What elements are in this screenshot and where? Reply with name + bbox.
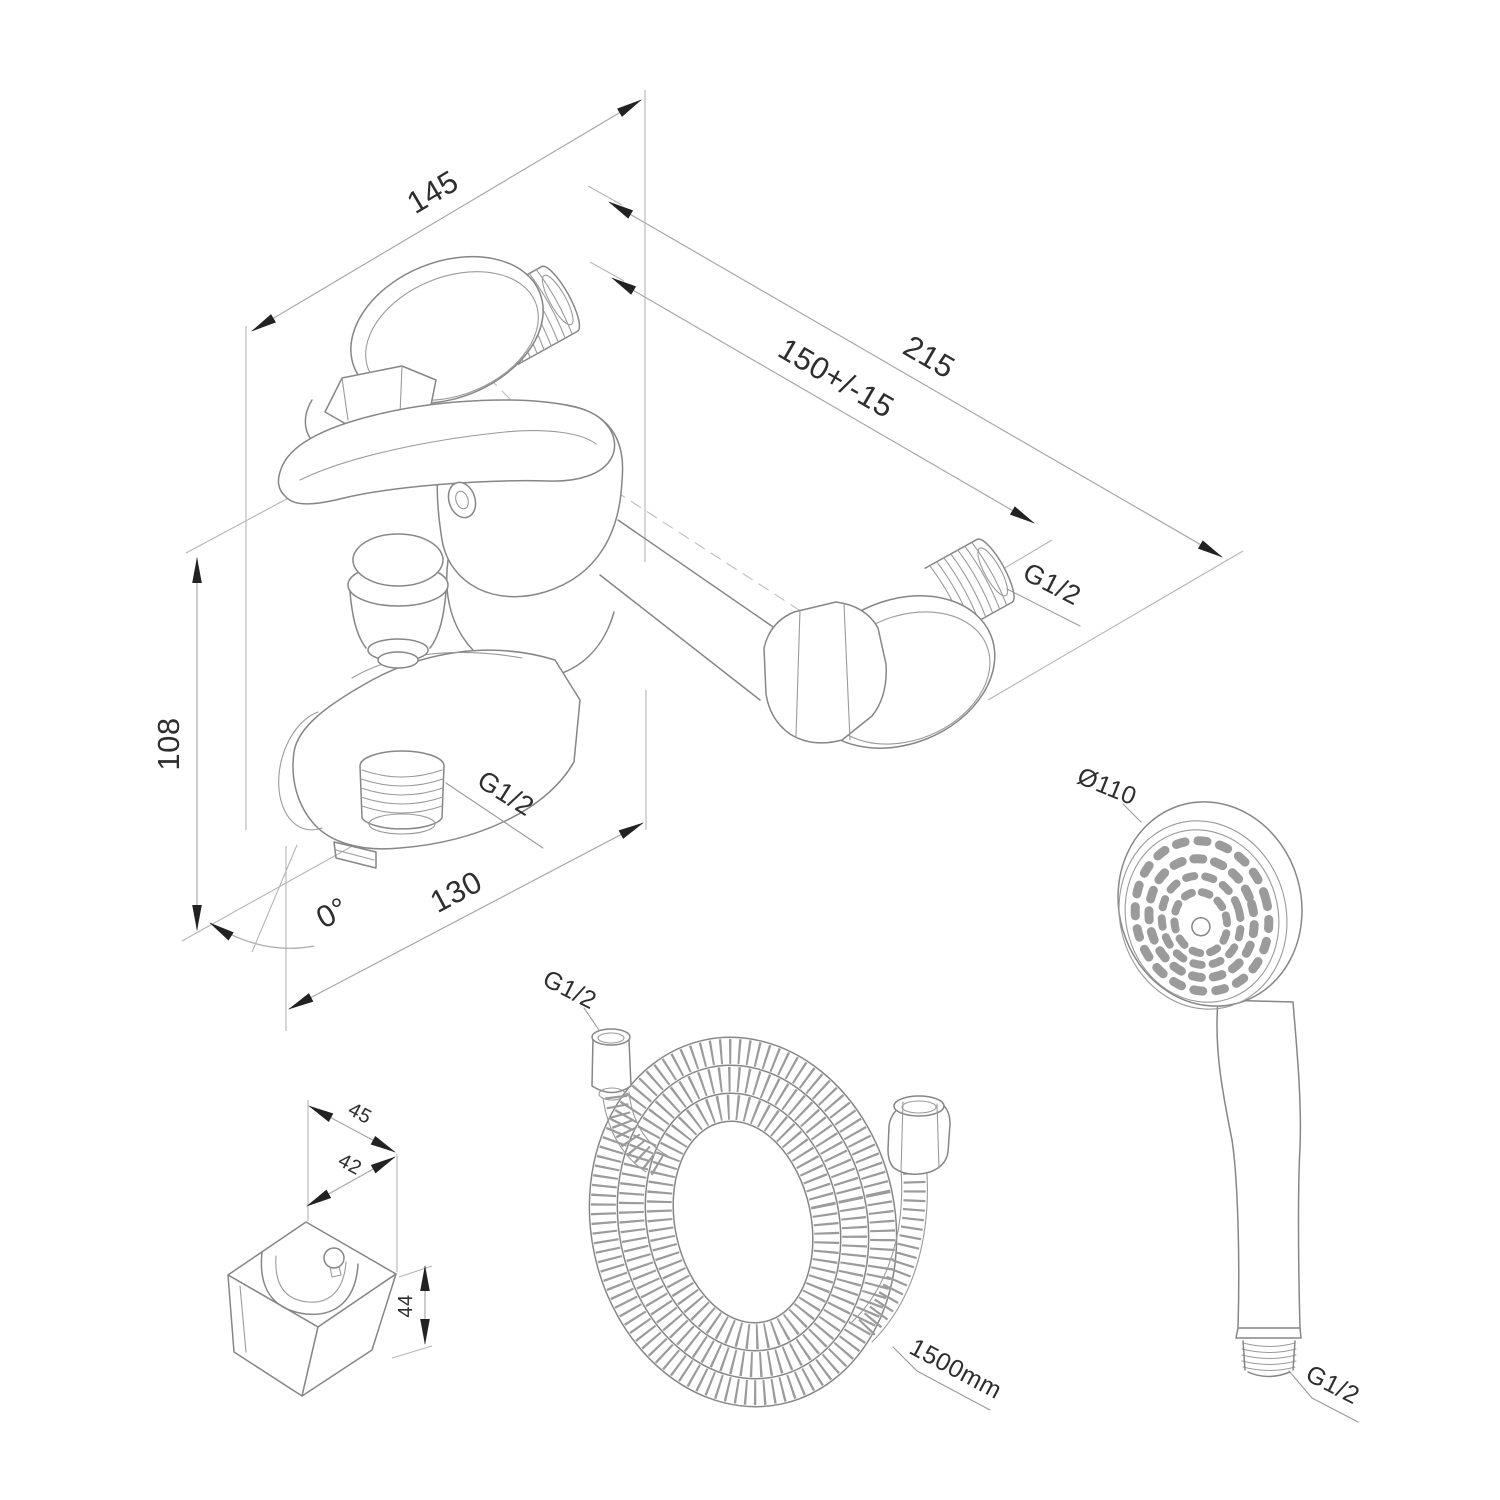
mixer-assembly	[277, 255, 1015, 869]
hose-coil	[588, 1036, 898, 1408]
label-dim-145: 145	[401, 163, 465, 220]
label-thread-inlet: G1/2	[1018, 557, 1086, 611]
shower-head-rim	[1117, 801, 1303, 1007]
hose-outlet	[359, 750, 445, 835]
leader-diameter	[1122, 803, 1142, 823]
label-bracket-45: 45	[344, 1099, 375, 1129]
hose-fitting-cone	[591, 1028, 632, 1101]
angle-arc	[209, 922, 315, 949]
wall-bracket	[227, 1100, 433, 1397]
dim-line-145	[251, 99, 642, 332]
hose-tail-right	[851, 1169, 928, 1343]
dim-line-45	[308, 1105, 396, 1153]
label-bracket-44: 44	[395, 1294, 417, 1317]
dim-line-215	[608, 201, 1223, 558]
shower-handle-thread	[1235, 1327, 1302, 1378]
leader-g12-right-inlet	[1006, 588, 1081, 627]
label-angle: 0°	[310, 890, 353, 935]
hand-shower	[1117, 801, 1303, 1378]
ext-150-left	[589, 261, 625, 282]
leader-hose-length	[892, 1346, 991, 1411]
label-dim-150: 150+/-15	[772, 331, 900, 425]
bracket-details	[239, 1265, 342, 1353]
union-nut	[763, 601, 887, 744]
leader-g12-handshower	[1288, 1370, 1359, 1423]
shower-hose	[588, 1028, 951, 1408]
hose-fitting-nut	[887, 1095, 951, 1175]
label-dim-215: 215	[897, 328, 961, 385]
dimension-lines	[181, 90, 1244, 1031]
inlet-pipe-right	[599, 519, 793, 701]
label-bracket-42: 42	[334, 1150, 365, 1180]
shower-handle	[1216, 999, 1302, 1329]
dim-line-130	[288, 822, 644, 1010]
leader-g12-hose	[583, 1007, 600, 1031]
bracket-cradle-outer	[260, 1251, 359, 1316]
dim-line-42	[306, 1156, 396, 1207]
label-dim-108: 108	[151, 717, 186, 770]
diverter-knob	[347, 533, 449, 669]
leader-g12-hose-outlet	[445, 782, 544, 849]
label-hose-length: 1500mm	[905, 1333, 1007, 1405]
label-hose-thread: G1/2	[538, 965, 601, 1015]
spray-nozzle-rings	[1124, 829, 1280, 1003]
ext-215-left	[587, 185, 623, 206]
label-handshower-thread: G1/2	[1301, 1360, 1364, 1410]
hose-tail-top	[602, 1091, 669, 1176]
bracket-keyhole	[323, 1247, 345, 1269]
label-head-diameter: Ø110	[1073, 762, 1140, 811]
label-dim-130: 130	[424, 864, 487, 920]
bracket-front-right-face	[301, 1273, 397, 1397]
bracket-cradle-inner	[275, 1255, 347, 1303]
dim-line-150	[611, 277, 1035, 524]
indicator-oval	[447, 481, 477, 519]
lever-handle	[277, 399, 616, 505]
shower-head-face	[1118, 820, 1288, 1010]
ext-215-right	[987, 550, 1244, 701]
